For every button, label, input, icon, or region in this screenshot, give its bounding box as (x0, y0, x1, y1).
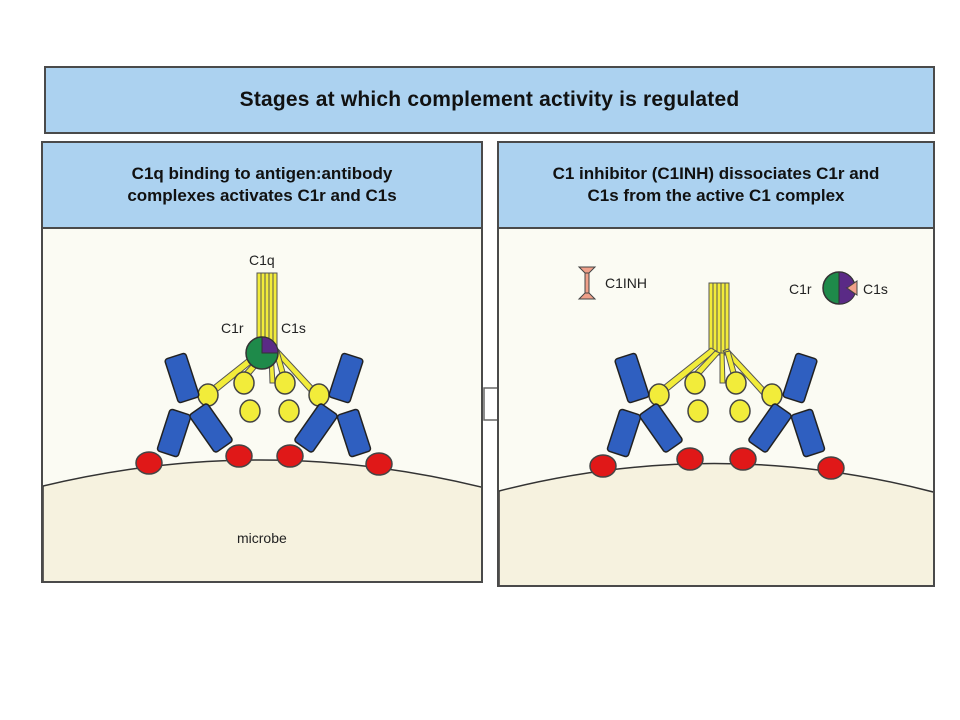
c1s-label: C1s (281, 320, 306, 336)
right-panel: C1 inhibitor (C1INH) dissociates C1r and… (497, 141, 935, 587)
c1inh-label: C1INH (605, 275, 647, 291)
left-diagram: microbe C1q C1r (43, 252, 481, 581)
c1q-label: C1q (249, 252, 275, 268)
c1q-heads (197, 371, 330, 423)
right-panel-heading: C1 inhibitor (C1INH) dissociates C1r and… (552, 164, 880, 205)
antigens (135, 444, 393, 476)
right-diagram: C1INH C1r C1s (499, 266, 933, 585)
c1q-stalk-right (708, 282, 730, 356)
title-bar: Stages at which complement activity is r… (44, 66, 935, 134)
c1q-arms-right (657, 347, 770, 398)
c1q-heads-right (648, 371, 783, 423)
c1s-shape (261, 336, 279, 354)
antibody-3 (606, 352, 683, 458)
c1s-free-label: C1s (863, 281, 888, 297)
microbe-surface (43, 459, 481, 581)
left-panel: C1q binding to antigen:antibody complexe… (41, 141, 483, 583)
microbe-surface-right (499, 462, 933, 585)
right-panel-header: C1 inhibitor (C1INH) dissociates C1r and… (499, 143, 933, 229)
left-panel-header: C1q binding to antigen:antibody complexe… (43, 143, 481, 229)
left-panel-heading: C1q binding to antigen:antibody complexe… (127, 164, 397, 205)
page-title: Stages at which complement activity is r… (239, 88, 740, 111)
microbe-label: microbe (237, 530, 287, 546)
antibody-1 (156, 352, 233, 458)
antibody-2 (294, 352, 372, 458)
c1inh-icon (577, 266, 597, 300)
c1r-free-label: C1r (789, 281, 812, 297)
antibody-4 (748, 352, 826, 458)
c1inh-bound (846, 280, 858, 296)
c1r-label: C1r (221, 320, 244, 336)
antigens-right (589, 447, 845, 480)
